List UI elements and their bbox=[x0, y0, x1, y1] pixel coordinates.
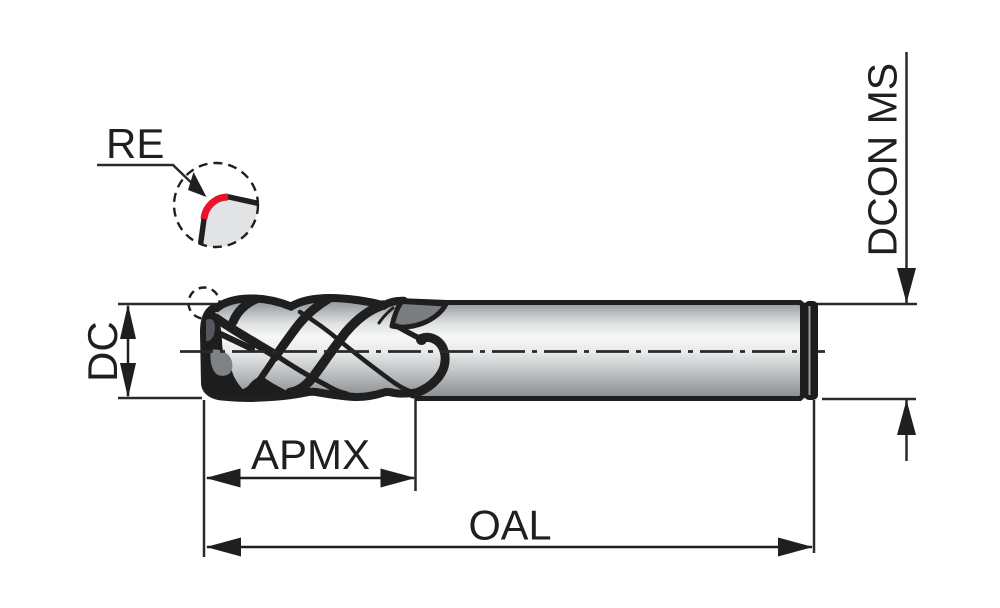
svg-text:OAL: OAL bbox=[469, 502, 552, 549]
svg-text:APMX: APMX bbox=[251, 431, 370, 478]
svg-text:DC: DC bbox=[79, 321, 126, 382]
svg-text:RE: RE bbox=[106, 120, 164, 167]
svg-text:DCON MS: DCON MS bbox=[860, 63, 906, 257]
